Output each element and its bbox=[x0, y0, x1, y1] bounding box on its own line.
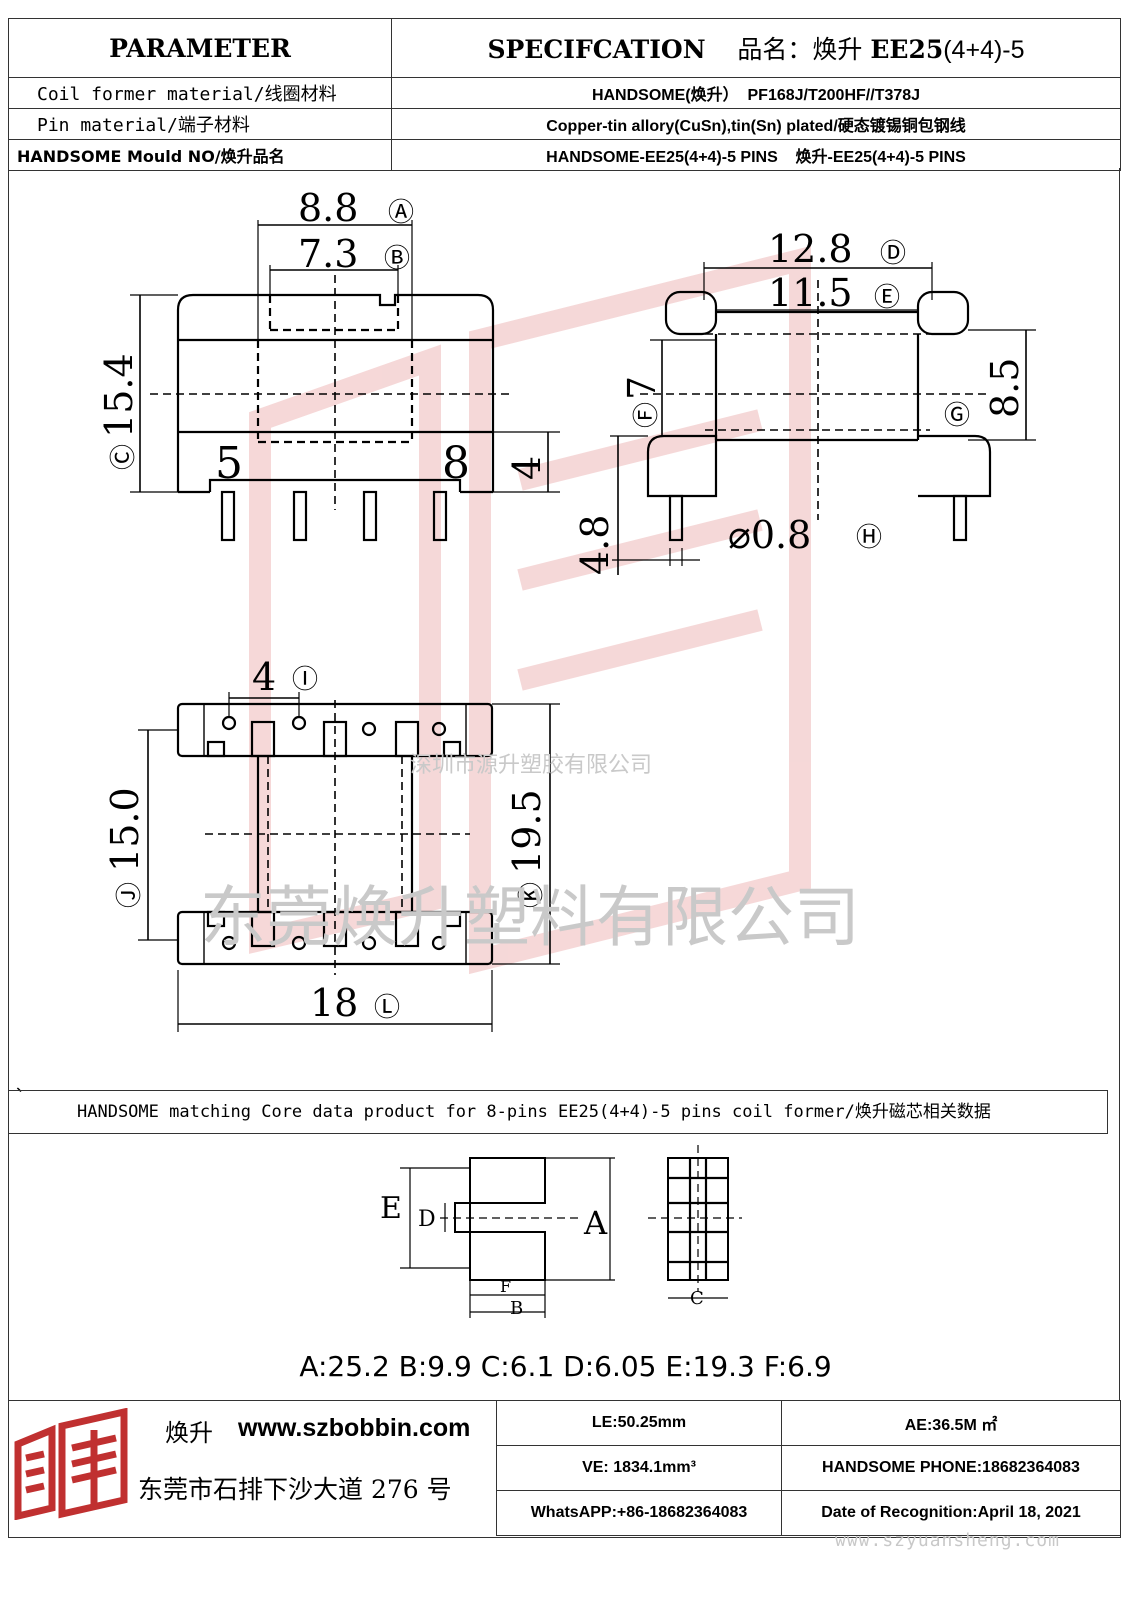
dim-i-ref: Ⓘ bbox=[292, 665, 318, 695]
pin-8-label: 8 bbox=[442, 438, 470, 489]
dim-k-number: 19.5 bbox=[505, 789, 549, 874]
dim-d-ref: Ⓓ bbox=[880, 239, 906, 269]
footer-date: Date of Recognition:April 18, 2021 bbox=[781, 1490, 1121, 1536]
dim-pin-height: 4 bbox=[505, 456, 549, 480]
dim-a-ref: Ⓐ bbox=[388, 198, 414, 228]
dim-c-value: Ⓒ 15.4 bbox=[97, 353, 141, 470]
spec-header-table: PARAMETER SPECIFCATION 品名：焕升 EE25(4+4)-5… bbox=[8, 18, 1121, 171]
watermark-large-text: 东莞焕升塑料有限公司 bbox=[200, 879, 860, 956]
dim-g-ref: Ⓖ bbox=[944, 401, 970, 431]
watermark-small-text: 深圳市源升塑胶有限公司 bbox=[410, 753, 652, 778]
product-suffix: (4+4)-5 bbox=[943, 36, 1025, 64]
footer-brand: 焕升 bbox=[165, 1419, 213, 1447]
footer-url[interactable]: www.szbobbin.com bbox=[238, 1414, 471, 1442]
dim-c-ref: Ⓒ bbox=[109, 444, 139, 470]
specification-heading: SPECIFCATION 品名：焕升 EE25(4+4)-5 bbox=[391, 18, 1121, 78]
product-model: EE25 bbox=[870, 35, 944, 64]
dim-j-value: Ⓙ 15.0 bbox=[103, 787, 147, 908]
core-label-c: C bbox=[690, 1288, 704, 1309]
footer-address: 东莞市石排下沙大道 276 号 bbox=[138, 1475, 452, 1504]
dim-c-number: 15.4 bbox=[97, 353, 141, 438]
dim-h-ref: Ⓗ bbox=[856, 523, 882, 553]
footer-ae: AE:36.5M ㎡ bbox=[781, 1400, 1121, 1446]
product-name-prefix: 品名：焕升 bbox=[737, 35, 863, 64]
footer-data-table: LE:50.25mm AE:36.5M ㎡ VE: 1834.1mm³ HAND… bbox=[496, 1400, 1121, 1536]
dim-k-ref: Ⓚ bbox=[517, 882, 547, 908]
pin-5-label: 5 bbox=[215, 438, 243, 489]
footer-watermark: www.szyuansheng.com bbox=[835, 1530, 1060, 1551]
dim-d-value: 12.8 bbox=[768, 227, 853, 271]
dim-b-ref: Ⓑ bbox=[384, 244, 410, 274]
spec-label: SPECIFCATION bbox=[487, 35, 706, 64]
footer-phone: HANDSOME PHONE:18682364083 bbox=[781, 1445, 1121, 1491]
dim-i-value: 4 bbox=[252, 655, 276, 699]
mould-no-value: HANDSOME-EE25(4+4)-5 PINS 焕升-EE25(4+4)-5… bbox=[391, 139, 1121, 171]
core-label-b: B bbox=[510, 1298, 523, 1319]
core-data-title: HANDSOME matching Core data product for … bbox=[8, 1090, 1108, 1134]
dim-a-value: 8.8 bbox=[298, 186, 358, 230]
footer-ve: VE: 1834.1mm³ bbox=[496, 1445, 782, 1491]
core-label-e: E bbox=[380, 1191, 402, 1226]
core-label-d: D bbox=[418, 1207, 436, 1232]
dim-h-value: ⌀0.8 bbox=[728, 513, 811, 557]
dim-g-value: 8.5 bbox=[983, 358, 1027, 418]
dim-f-ref: Ⓕ bbox=[632, 402, 662, 428]
dim-pin-length: 4.8 bbox=[573, 515, 617, 575]
footer-whatsapp: WhatsAPP:+86-18682364083 bbox=[496, 1490, 782, 1536]
company-logo bbox=[14, 1408, 128, 1520]
parameter-heading: PARAMETER bbox=[8, 18, 392, 78]
dim-l-value: 18 bbox=[310, 981, 358, 1025]
dim-k-value: Ⓚ 19.5 bbox=[505, 789, 549, 908]
core-label-a: A bbox=[583, 1204, 608, 1242]
dim-j-ref: Ⓙ bbox=[115, 882, 145, 908]
dim-b-value: 7.3 bbox=[298, 232, 358, 276]
mould-no-label: HANDSOME Mould NO/焕升品名 bbox=[8, 139, 392, 171]
footer-le: LE:50.25mm bbox=[496, 1400, 782, 1446]
core-label-f: F bbox=[500, 1277, 511, 1296]
dim-e-value: 11.5 bbox=[768, 271, 853, 315]
dim-f-value: 7 bbox=[620, 376, 664, 400]
pin-material-value: Copper-tin allory(CuSn),tin(Sn) plated/硬… bbox=[391, 108, 1121, 140]
dim-e-ref: Ⓔ bbox=[874, 283, 900, 313]
core-values: A:25.2 B:9.9 C:6.1 D:6.05 E:19.3 F:6.9 bbox=[299, 1350, 832, 1383]
dim-j-number: 15.0 bbox=[103, 787, 147, 872]
dim-l-ref: Ⓛ bbox=[374, 993, 400, 1023]
